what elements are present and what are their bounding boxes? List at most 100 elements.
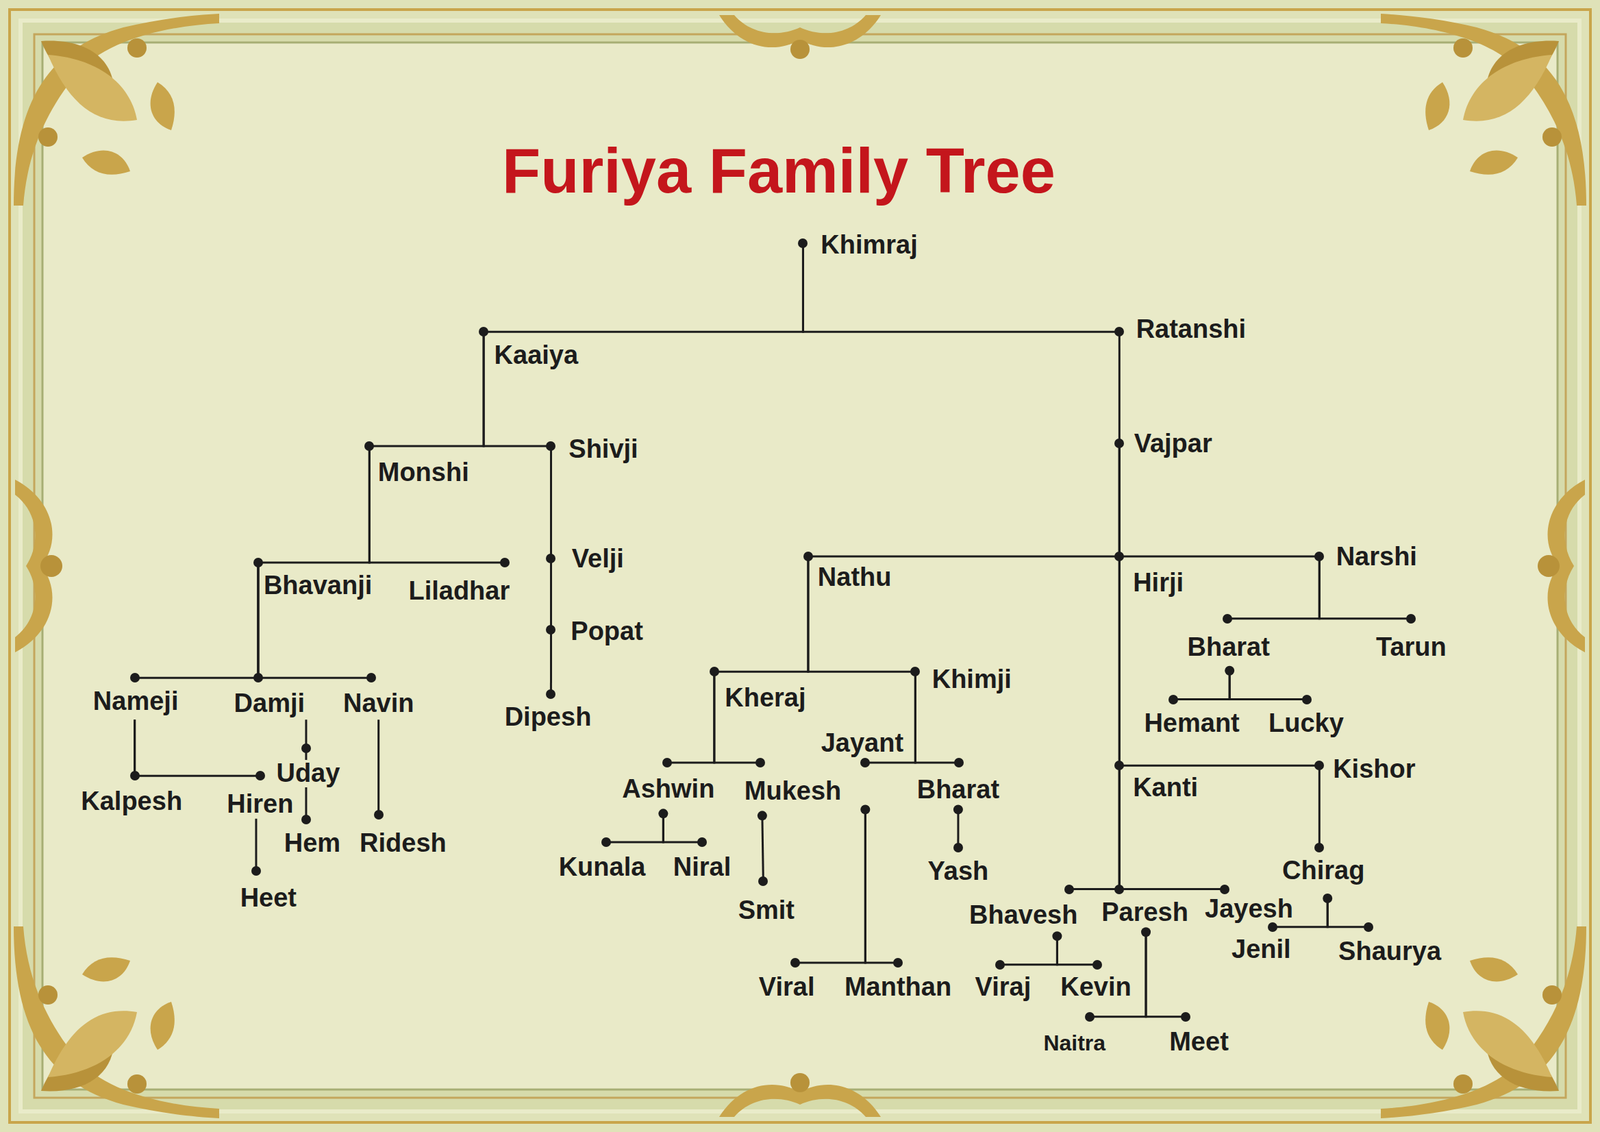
person-node: Navin (341, 689, 416, 718)
person-name: Niral (671, 853, 733, 881)
person-dot (1406, 613, 1416, 624)
family-line (1069, 765, 1120, 889)
person-node: Kaaiya (493, 341, 581, 370)
person-dot (545, 624, 556, 635)
person-name: Kheraj (723, 684, 807, 712)
person-dot (1064, 884, 1074, 894)
person-node: Meet (1167, 1028, 1231, 1056)
person-node: Shaurya (1336, 937, 1443, 966)
person-name: Mukesh (743, 777, 843, 805)
person-dot (790, 957, 800, 968)
person-dot (995, 959, 1005, 970)
person-node: Yash (926, 857, 991, 885)
person-node: Narshi (1334, 543, 1419, 571)
person-name: Uday (274, 759, 342, 787)
person-node: Viral (757, 973, 817, 1001)
person-name: Bharat (915, 776, 1001, 804)
person-name: Meet (1167, 1028, 1231, 1056)
person-dot (662, 757, 672, 768)
person-node: Mukesh (743, 777, 843, 805)
family-line (714, 556, 809, 672)
family-line (550, 629, 553, 694)
family-line (1119, 765, 1224, 889)
branch-dot (658, 808, 668, 818)
person-name: Manthan (843, 973, 953, 1001)
person-dot (797, 238, 808, 248)
person-dot (1168, 694, 1179, 705)
person-node: Lucky (1267, 709, 1346, 737)
person-node: Niral (671, 853, 733, 881)
person-node: Jayesh (1203, 895, 1295, 923)
family-line (865, 808, 898, 962)
person-node: Monshi (376, 458, 471, 487)
person-name: Vajpar (1132, 430, 1214, 458)
branch-dot (953, 804, 964, 814)
person-node: Ratanshi (1134, 315, 1248, 344)
branch-dot (1052, 930, 1062, 941)
person-node: Uday (274, 759, 342, 787)
person-name: Hem (282, 829, 342, 857)
person-name: Kishor (1331, 755, 1417, 783)
person-name: Nathu (816, 563, 894, 592)
family-line (808, 443, 1120, 557)
person-dot (1114, 326, 1124, 337)
person-dot (373, 809, 384, 820)
person-node: Hiren (225, 790, 295, 818)
person-name: Kanti (1131, 773, 1200, 802)
person-name: Monshi (376, 458, 471, 487)
person-name: Hiren (225, 790, 295, 818)
family-line (1229, 670, 1307, 700)
person-dot (301, 814, 311, 824)
person-name: Bhavanji (262, 571, 374, 600)
person-dot (1363, 921, 1374, 932)
person-dot (1314, 760, 1324, 770)
person-dot (500, 557, 510, 568)
family-line (1056, 935, 1097, 965)
person-node: Viraj (973, 973, 1033, 1001)
person-name: Kunala (557, 853, 648, 881)
family-line (795, 808, 866, 962)
person-name: Paresh (1100, 898, 1190, 927)
person-node: Manthan (843, 973, 953, 1001)
family-line (258, 445, 370, 563)
family-line (762, 815, 764, 881)
person-name: Damji (232, 689, 307, 718)
person-dot (1092, 959, 1103, 970)
family-line (377, 719, 380, 815)
person-name: Kaaiya (493, 341, 581, 370)
branch-dot (1224, 665, 1235, 676)
person-node: Bhavesh (967, 901, 1079, 929)
person-node: Kheraj (723, 684, 807, 712)
person-dot (758, 876, 768, 886)
person-node: Kanti (1131, 773, 1200, 802)
person-node: Jenil (1230, 935, 1293, 964)
family-line (1318, 765, 1321, 847)
family-line (606, 813, 664, 842)
family-line (1227, 556, 1320, 619)
person-name: Dipesh (503, 703, 594, 731)
person-dot (860, 757, 870, 768)
person-name: Jayant (819, 729, 905, 757)
person-name: Kevin (1058, 973, 1133, 1001)
person-name: Jenil (1230, 935, 1293, 964)
person-name: Hirji (1131, 569, 1185, 597)
person-name: Khimraj (819, 231, 919, 259)
person-dot (364, 441, 374, 451)
person-name: Shaurya (1336, 937, 1443, 966)
person-dot (1114, 551, 1124, 561)
person-dot (893, 957, 903, 968)
person-node: Bharat (1186, 633, 1272, 661)
person-name: Velji (570, 545, 626, 573)
person-node: Jayant (819, 729, 905, 757)
person-node: Kunala (557, 853, 648, 881)
person-name: Kalpesh (79, 787, 184, 816)
person-node: Ashwin (620, 775, 716, 803)
person-name: Ashwin (620, 775, 716, 803)
person-node: Khimji (930, 665, 1014, 694)
person-name: Yash (926, 857, 991, 885)
person-name: Popat (569, 617, 645, 646)
person-name: Lucky (1267, 709, 1346, 737)
family-line (1327, 897, 1369, 927)
person-node: Vajpar (1132, 430, 1214, 458)
person-name: Tarun (1374, 633, 1448, 661)
